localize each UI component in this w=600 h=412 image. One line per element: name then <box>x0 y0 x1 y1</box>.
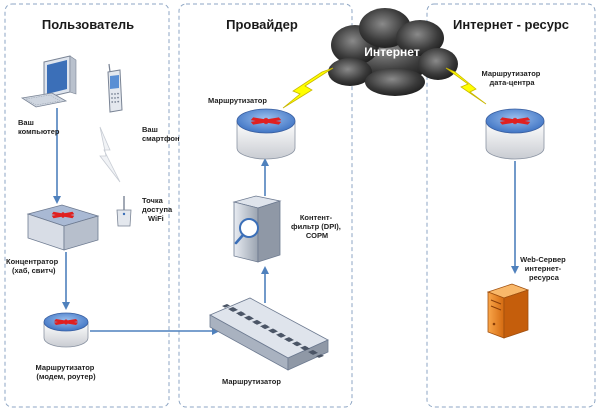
wifi-label: Точка доступа WiFi <box>142 196 174 223</box>
switch-port <box>222 304 230 308</box>
provider-switch-label: Маршрутизатор <box>222 377 281 386</box>
switch-port <box>284 337 292 341</box>
computer-label-line1: Ваш <box>18 118 34 127</box>
modem-label-line1: Маршрутизатор <box>35 363 94 372</box>
switch-port <box>302 347 310 351</box>
dpi-label-line3: СОРМ <box>306 231 328 240</box>
hub-label-line2: (хаб, свитч) <box>12 266 56 275</box>
wifi-label-line3: WiFi <box>148 214 164 223</box>
smartphone-label: Ваш смартфон <box>142 125 180 143</box>
provider-switch-icon <box>209 297 329 371</box>
dpi-label-line1: Контент- <box>300 213 333 222</box>
smartphone-label-line2: смартфон <box>142 134 180 143</box>
switch-port <box>286 338 294 342</box>
switch-port <box>230 308 238 312</box>
switch-port <box>254 321 262 325</box>
switch-port <box>278 334 286 338</box>
smartphone-icon <box>107 63 123 113</box>
zone-provider-frame <box>178 3 353 408</box>
wifi-access-point-icon <box>116 196 132 227</box>
modem-label: Маршрутизатор (модем, роутер) <box>35 363 96 381</box>
switch-port <box>276 332 284 337</box>
provider-router-icon <box>236 108 296 160</box>
dc-router-label-line2: дата-центра <box>489 78 535 87</box>
switch-port <box>244 315 252 320</box>
computer-label-line2: компьютер <box>18 127 60 136</box>
dc-router-label-line1: Маршрутизатор <box>481 69 540 78</box>
connections <box>53 108 519 335</box>
lightning-provider-icon <box>282 67 334 109</box>
smartphone-label-line1: Ваш <box>142 125 158 134</box>
webserver-label-line2: интернет- <box>525 264 562 273</box>
switch-ports <box>222 304 324 358</box>
switch-port <box>316 354 324 358</box>
webserver-label-line3: ресурса <box>529 273 560 282</box>
zone-provider-title: Провайдер <box>226 17 298 32</box>
wifi-label-line2: доступа <box>142 205 173 214</box>
switch-port <box>260 324 268 328</box>
switch-port <box>246 316 254 321</box>
webserver-label: Web-Сервер интернет- ресурса <box>520 255 568 282</box>
dc-router-icon <box>485 108 545 160</box>
wifi-label-line1: Точка <box>142 196 164 205</box>
switch-port <box>294 342 302 347</box>
webserver-label-line1: Web-Сервер <box>520 255 566 264</box>
hub-label-line1: Концентратор <box>6 257 59 266</box>
switch-port <box>270 329 278 334</box>
switch-port <box>236 311 244 315</box>
computer-label: Ваш компьютер <box>18 118 60 136</box>
modem-label-line2: (модем, роутер) <box>36 372 96 381</box>
hub-label: Концентратор (хаб, свитч) <box>6 257 60 275</box>
zone-resource-frame <box>426 3 596 408</box>
wireless-signal-icon <box>99 126 121 183</box>
cloud-label: Интернет <box>364 45 420 59</box>
dpi-label-line2: фильтр (DPI), <box>291 222 341 231</box>
dpi-label: Контент- фильтр (DPI), СОРМ <box>291 213 343 240</box>
zone-resource-title: Интернет - ресурс <box>453 17 569 32</box>
switch-port <box>300 345 308 350</box>
internet-cloud: Интернет <box>328 8 458 96</box>
zone-user-title: Пользователь <box>42 17 134 32</box>
provider-router-label: Маршрутизатор <box>208 96 267 105</box>
switch-port <box>310 351 318 355</box>
switch-port <box>252 319 260 324</box>
switch-port <box>308 350 316 354</box>
computer-icon <box>20 55 77 108</box>
switch-port <box>228 307 236 311</box>
hub-icon <box>26 204 100 251</box>
switch-port <box>268 328 276 333</box>
web-server-icon <box>486 283 530 339</box>
switch-port <box>292 341 300 345</box>
content-filter-icon <box>232 195 282 263</box>
switch-port <box>262 325 270 330</box>
modem-router-icon <box>43 312 89 348</box>
dc-router-label: Маршрутизатор дата-центра <box>481 69 542 87</box>
lightning-dc-icon <box>445 67 487 105</box>
switch-port <box>238 312 246 317</box>
